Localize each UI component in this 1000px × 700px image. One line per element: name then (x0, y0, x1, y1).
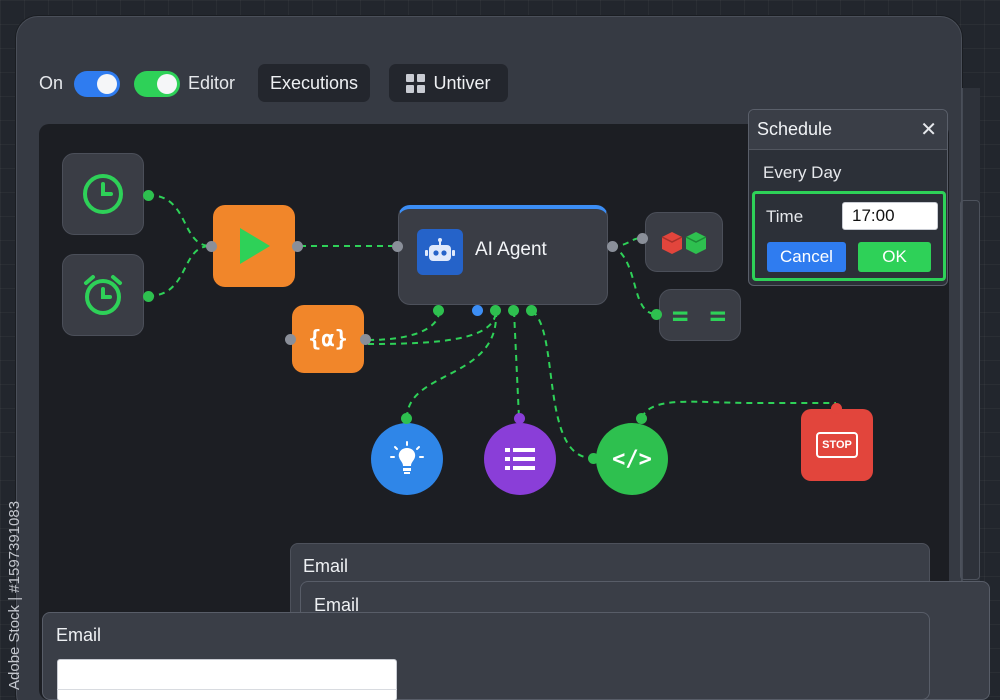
cubes-icon (661, 232, 707, 254)
input-port[interactable] (401, 413, 412, 424)
alarm-clock-icon (84, 275, 122, 315)
cubes-node[interactable] (645, 212, 723, 272)
variables-node[interactable]: {α} (292, 305, 364, 373)
stop-sign-icon: STOP (816, 432, 858, 458)
robot-icon (417, 229, 463, 275)
cancel-button[interactable]: Cancel (767, 242, 846, 272)
editor-label: Editor (188, 73, 236, 93)
input-port[interactable] (206, 241, 217, 252)
output-port[interactable] (636, 413, 647, 424)
input-port[interactable] (637, 233, 648, 244)
ok-label: OK (882, 247, 907, 266)
alarm-trigger-node[interactable] (62, 254, 144, 336)
output-port[interactable] (360, 334, 371, 345)
lightbulb-icon (390, 441, 424, 474)
tool-port[interactable] (433, 305, 444, 316)
memory-port[interactable] (490, 305, 501, 316)
toggle-knob (157, 74, 177, 94)
list-icon (505, 448, 535, 470)
close-icon[interactable]: ✕ (920, 119, 937, 141)
model-port[interactable] (472, 305, 483, 316)
executions-button[interactable]: Executions (258, 64, 370, 102)
email-panel: Email (42, 612, 930, 700)
active-toggle[interactable] (74, 71, 120, 97)
toggle-knob (97, 74, 117, 94)
grid-icon (406, 73, 426, 93)
executions-label: Executions (269, 72, 359, 93)
stock-watermark: Adobe Stock | #1597391083 (6, 500, 23, 690)
variables-label: {α} (308, 326, 348, 352)
play-icon (240, 228, 270, 264)
clock-icon (83, 174, 123, 214)
idea-tool-node[interactable] (371, 423, 443, 495)
side-rail (962, 88, 980, 700)
tool-port[interactable] (526, 305, 537, 316)
input-port[interactable] (392, 241, 403, 252)
cancel-label: Cancel (780, 247, 833, 266)
frequency-select[interactable]: Every Day (763, 163, 842, 182)
output-port[interactable] (143, 291, 154, 302)
on-label: On (39, 73, 64, 93)
input-port[interactable] (285, 334, 296, 345)
email-field[interactable] (57, 659, 397, 700)
schedule-title: Schedule (757, 119, 833, 139)
stop-label: STOP (822, 439, 852, 451)
input-port[interactable] (588, 453, 599, 464)
ok-button[interactable]: OK (858, 242, 931, 272)
output-port[interactable] (143, 190, 154, 201)
divider (57, 689, 397, 690)
time-label: Time (766, 207, 804, 226)
schedule-header: Schedule ✕ (749, 110, 947, 150)
code-icon: </> (612, 446, 652, 472)
agent-title: AI Agent (475, 239, 547, 260)
tool-port[interactable] (508, 305, 519, 316)
input-port[interactable] (831, 403, 842, 414)
list-tool-node[interactable] (484, 423, 556, 495)
side-panel-frame (960, 200, 980, 580)
output-port[interactable] (607, 241, 618, 252)
untiver-button[interactable]: Untiver (389, 64, 508, 102)
start-node[interactable] (213, 205, 295, 287)
code-tool-node[interactable]: </> (596, 423, 668, 495)
editor-toggle[interactable] (134, 71, 180, 97)
ai-agent-node[interactable]: AI Agent (398, 205, 608, 305)
email-panel-title: Email (314, 595, 360, 615)
email-panel-title: Email (303, 556, 349, 576)
stop-node[interactable]: STOP (801, 409, 873, 481)
time-input[interactable] (842, 202, 938, 230)
schedule-trigger-node[interactable] (62, 153, 144, 235)
input-port[interactable] (514, 413, 525, 424)
input-port[interactable] (651, 309, 662, 320)
email-panel-title: Email (56, 625, 102, 645)
time-settings-box: Time Cancel OK (752, 191, 946, 281)
output-port[interactable] (292, 241, 303, 252)
equals-label: = = (671, 298, 729, 332)
schedule-popup: Schedule ✕ Every Day Time Cancel OK (748, 109, 948, 286)
untiver-label: Untiver (433, 72, 491, 93)
compare-node[interactable]: = = (659, 289, 741, 341)
